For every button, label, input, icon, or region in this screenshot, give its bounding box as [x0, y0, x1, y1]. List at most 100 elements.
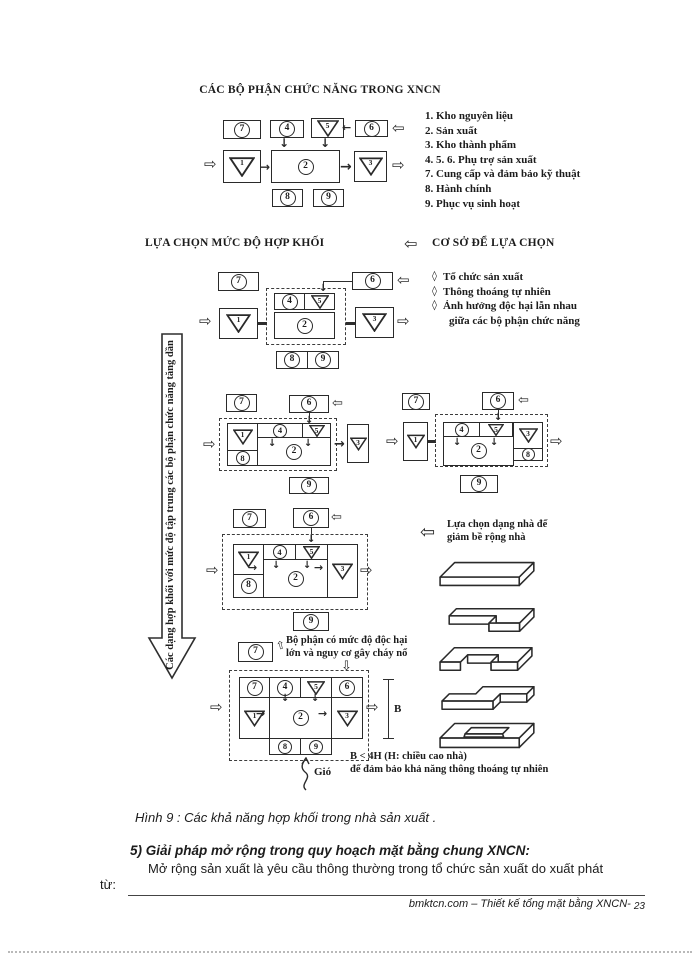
unit-box-3-triangle: 3 — [331, 697, 363, 739]
unit-box-4: 4 — [443, 422, 480, 437]
unit-box-7: 7 — [223, 120, 261, 139]
arrow-right-icon: → — [318, 707, 328, 720]
arrow-down-icon: ↓ — [311, 693, 320, 704]
hopper-triangle-icon: 3 — [358, 157, 383, 176]
unit-box-9: 9 — [293, 612, 329, 631]
legend-item: 1. Kho nguyên liệu — [425, 110, 514, 122]
unit-box-7: 7 — [226, 394, 257, 412]
flow-arrow-left-icon: ⇦ — [420, 522, 436, 543]
circled-number: 8 — [279, 190, 296, 206]
connector-line — [309, 413, 310, 422]
footer: bmktcn.com – Thiết kế tổng mặt bằng XNCN… — [300, 898, 645, 912]
building-shape-z-icon — [441, 686, 535, 710]
unit-box-3-triangle: 3 — [327, 544, 358, 598]
unit-box-1-triangle: 1 — [219, 308, 258, 339]
unit-box-2: 2 — [263, 559, 328, 598]
arrow-right-icon: → — [256, 707, 266, 720]
b-dimension-label: B — [394, 703, 402, 715]
unit-box-7: 7 — [218, 272, 259, 291]
connector-line — [323, 281, 324, 290]
b-note-line2: để đảm bảo khả năng thông thoáng tự nhiê… — [350, 764, 549, 775]
unit-box-1-triangle: 1 — [239, 697, 270, 739]
wind-label: Gió — [314, 766, 332, 778]
unit-box-6: 6 — [289, 395, 329, 413]
footer-rule — [128, 895, 645, 897]
unit-box-1-triangle: 1 — [233, 544, 264, 575]
arrow-down-icon: ↓ — [272, 560, 281, 571]
hopper-triangle-icon: 5 — [316, 119, 339, 137]
hopper-triangle-icon: 1 — [244, 710, 265, 727]
arrow-right-icon: → — [260, 160, 271, 174]
hopper-triangle-icon: 1 — [232, 429, 253, 445]
section2-title-left: LỰA CHỌN MỨC ĐỘ HỢP KHỐI — [145, 237, 325, 249]
unit-box-9: 9 — [307, 351, 339, 369]
flow-arrow-right-icon: ⇨ — [366, 698, 379, 716]
hopper-triangle-icon: 1 — [406, 434, 425, 449]
legend-item: 3. Kho thành phẩm — [425, 139, 517, 152]
connector-line — [258, 322, 267, 325]
unit-box-1-triangle: 1 — [403, 422, 428, 461]
arrow-left-icon: ← — [342, 121, 352, 134]
hopper-triangle-icon: 5 — [307, 680, 325, 695]
flow-arrow-right-icon: ⇨ — [392, 156, 405, 174]
unit-box-5-triangle: 5 — [479, 422, 513, 437]
criteria-list: ◊Tổ chức sản xuất ◊Thông thoáng tự nhiên… — [432, 270, 580, 328]
hazard-note-line2: lớn và nguy cơ gây cháy nổ — [286, 648, 408, 659]
hopper-triangle-icon: 5 — [303, 545, 320, 559]
unit-box-2: 2 — [257, 437, 331, 466]
hopper-triangle-icon: 5 — [310, 294, 329, 309]
building-shape-u-icon — [439, 647, 533, 671]
dashed-block-boundary — [222, 534, 368, 610]
body-text-line1: Mở rộng sản xuất là yêu cầu thông thường… — [148, 861, 604, 876]
vertical-arrow-label: Các dạng hợp khối với mức độ tập trung c… — [165, 340, 176, 670]
unit-box-9: 9 — [313, 189, 344, 207]
body-text-line2: từ: — [100, 877, 116, 892]
connector-line — [346, 322, 355, 325]
criteria-item: ◊Ảnh hưởng độc hại lẫn nhau — [432, 300, 578, 312]
flow-arrow-left-icon: ⇦ — [518, 393, 529, 408]
unit-box-5-triangle: 5 — [302, 423, 331, 438]
flow-arrow-right-icon: ⇨ — [397, 312, 410, 330]
arrow-down-icon: ↓ — [279, 136, 290, 150]
circled-number: 9 — [320, 190, 337, 206]
section2-title-right: CƠ SỞ ĐỂ LỰA CHỌN — [432, 237, 555, 249]
hopper-triangle-icon: 1 — [238, 551, 259, 568]
legend-item: 9. Phục vụ sinh hoạt — [425, 197, 521, 210]
hopper-triangle-icon: 5 — [308, 424, 325, 437]
unit-box-2: 2 — [443, 436, 514, 466]
flow-arrow-right-icon: ⇨ — [210, 698, 223, 716]
arrow-down-icon: ↓ — [307, 534, 316, 545]
unit-box-9: 9 — [300, 738, 332, 755]
hopper-triangle-icon: 3 — [518, 428, 538, 443]
unit-box-7: 7 — [238, 642, 273, 662]
arrow-down-icon: ↓ — [303, 560, 312, 571]
dimension-cap — [383, 679, 394, 681]
unit-box-6: 6 — [352, 272, 393, 290]
flow-arrow-right-icon: ⇨ — [204, 155, 217, 173]
dimension-cap — [383, 738, 394, 740]
legend-item: 2. Sản xuất — [425, 124, 478, 137]
circled-number: 2 — [297, 158, 314, 175]
page-number: 23 — [633, 901, 645, 912]
unit-box-1-triangle: 1 — [227, 423, 258, 451]
increasing-concentration-arrow — [147, 333, 197, 680]
unit-box-8: 8 — [513, 448, 543, 461]
arrow-down-icon: ↓ — [494, 412, 503, 423]
unit-box-6: 6 — [355, 120, 388, 137]
flow-arrow-right-icon: ⇨ — [203, 435, 216, 453]
diamond-bullet-icon: ◊ — [432, 285, 437, 297]
unit-box-6: 6 — [293, 508, 329, 528]
flow-arrow-right-icon: ⇨ — [550, 432, 563, 450]
unit-box-3-triangle: 3 — [354, 151, 387, 182]
unit-box-5-triangle: 5 — [295, 544, 328, 560]
arrow-down-icon: ↓ — [320, 136, 331, 150]
section1-title: CÁC BỘ PHẬN CHỨC NĂNG TRONG XNCN — [199, 84, 441, 96]
legend-list: 1. Kho nguyên liệu 2. Sản xuất 3. Kho th… — [425, 109, 580, 211]
unit-box-5-triangle: 5 — [311, 118, 344, 138]
flow-arrow-down-icon: ⇩ — [341, 659, 352, 674]
arrow-down-icon: ↓ — [281, 693, 290, 704]
footer-text: bmktcn.com – Thiết kế tổng mặt bằng XNCN… — [408, 898, 631, 910]
hopper-triangle-icon: 3 — [362, 313, 387, 332]
unit-box-7: 7 — [402, 393, 430, 410]
